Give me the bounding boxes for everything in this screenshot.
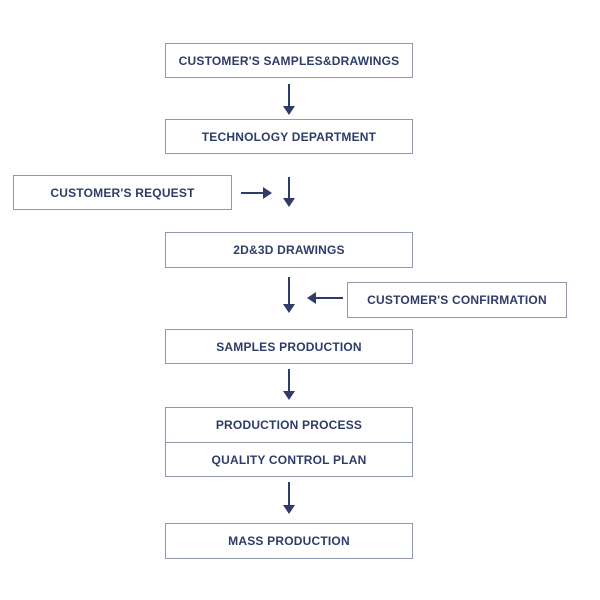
node-customers-request: CUSTOMER'S REQUEST [13, 175, 232, 210]
node-2d3d-drawings: 2D&3D DRAWINGS [165, 232, 413, 268]
arrow-down-icon [283, 84, 295, 115]
arrow-head [283, 198, 295, 207]
arrow-down-icon [283, 482, 295, 514]
arrow-head [283, 304, 295, 313]
node-samples-production: SAMPLES PRODUCTION [165, 329, 413, 364]
node-production-process: PRODUCTION PROCESS [215, 418, 363, 432]
arrow-stem [316, 297, 343, 299]
arrow-head [263, 187, 272, 199]
arrow-head [283, 505, 295, 514]
arrow-down-icon [283, 177, 295, 207]
arrow-stem [288, 277, 290, 304]
arrow-head [283, 106, 295, 115]
node-customers-confirmation: CUSTOMER'S CONFIRMATION [347, 282, 567, 318]
arrow-head [283, 391, 295, 400]
arrow-stem [288, 84, 290, 106]
arrow-stem [288, 482, 290, 505]
node-mass-production: MASS PRODUCTION [165, 523, 413, 559]
arrow-head [307, 292, 316, 304]
node-technology-department: TECHNOLOGY DEPARTMENT [165, 119, 413, 154]
arrow-right-icon [241, 187, 272, 199]
arrow-stem [288, 369, 290, 391]
arrow-stem [288, 177, 290, 198]
arrow-left-icon [307, 292, 343, 304]
node-quality-control-plan: QUALITY CONTROL PLAN [166, 442, 412, 476]
node-customers-samples-drawings: CUSTOMER'S SAMPLES&DRAWINGS [165, 43, 413, 78]
node-production-process-quality-plan: PRODUCTION PROCESS QUALITY CONTROL PLAN [165, 407, 413, 477]
arrow-stem [241, 192, 263, 194]
arrow-down-icon [283, 277, 295, 313]
arrow-down-icon [283, 369, 295, 400]
